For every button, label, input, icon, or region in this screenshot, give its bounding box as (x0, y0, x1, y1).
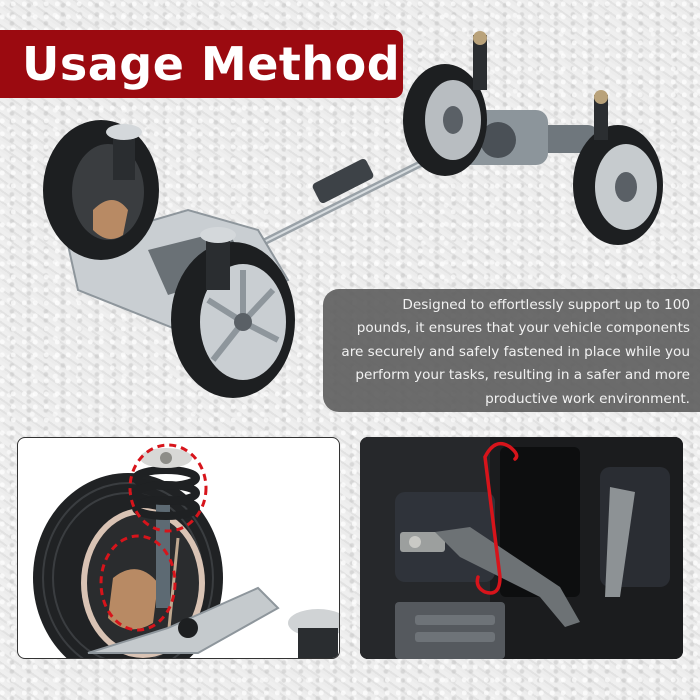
description-line: pounds, it ensures that your vehicle com… (356, 320, 690, 337)
highlight-circle-spring (128, 443, 208, 533)
hook-usage-photo-panel (360, 437, 683, 659)
page-title: Usage Method (22, 37, 401, 91)
strut-detail-panel (17, 437, 340, 659)
s-hook (475, 441, 519, 595)
car-chassis-illustration (43, 31, 663, 398)
description-line: Designed to effortlessly support up to 1… (402, 297, 690, 313)
description-box: Designed to effortlessly support up to 1… (323, 289, 700, 412)
description-line: productive work environment. (485, 390, 690, 407)
title-banner: Usage Method (0, 30, 403, 98)
highlight-circle-brake (99, 534, 177, 632)
hook-usage-photo (360, 437, 683, 659)
strut-detail-illustration (33, 443, 339, 658)
description-line: are securely and safely fastened in plac… (341, 343, 690, 360)
description-line: perform your tasks, resulting in a safer… (355, 367, 690, 384)
